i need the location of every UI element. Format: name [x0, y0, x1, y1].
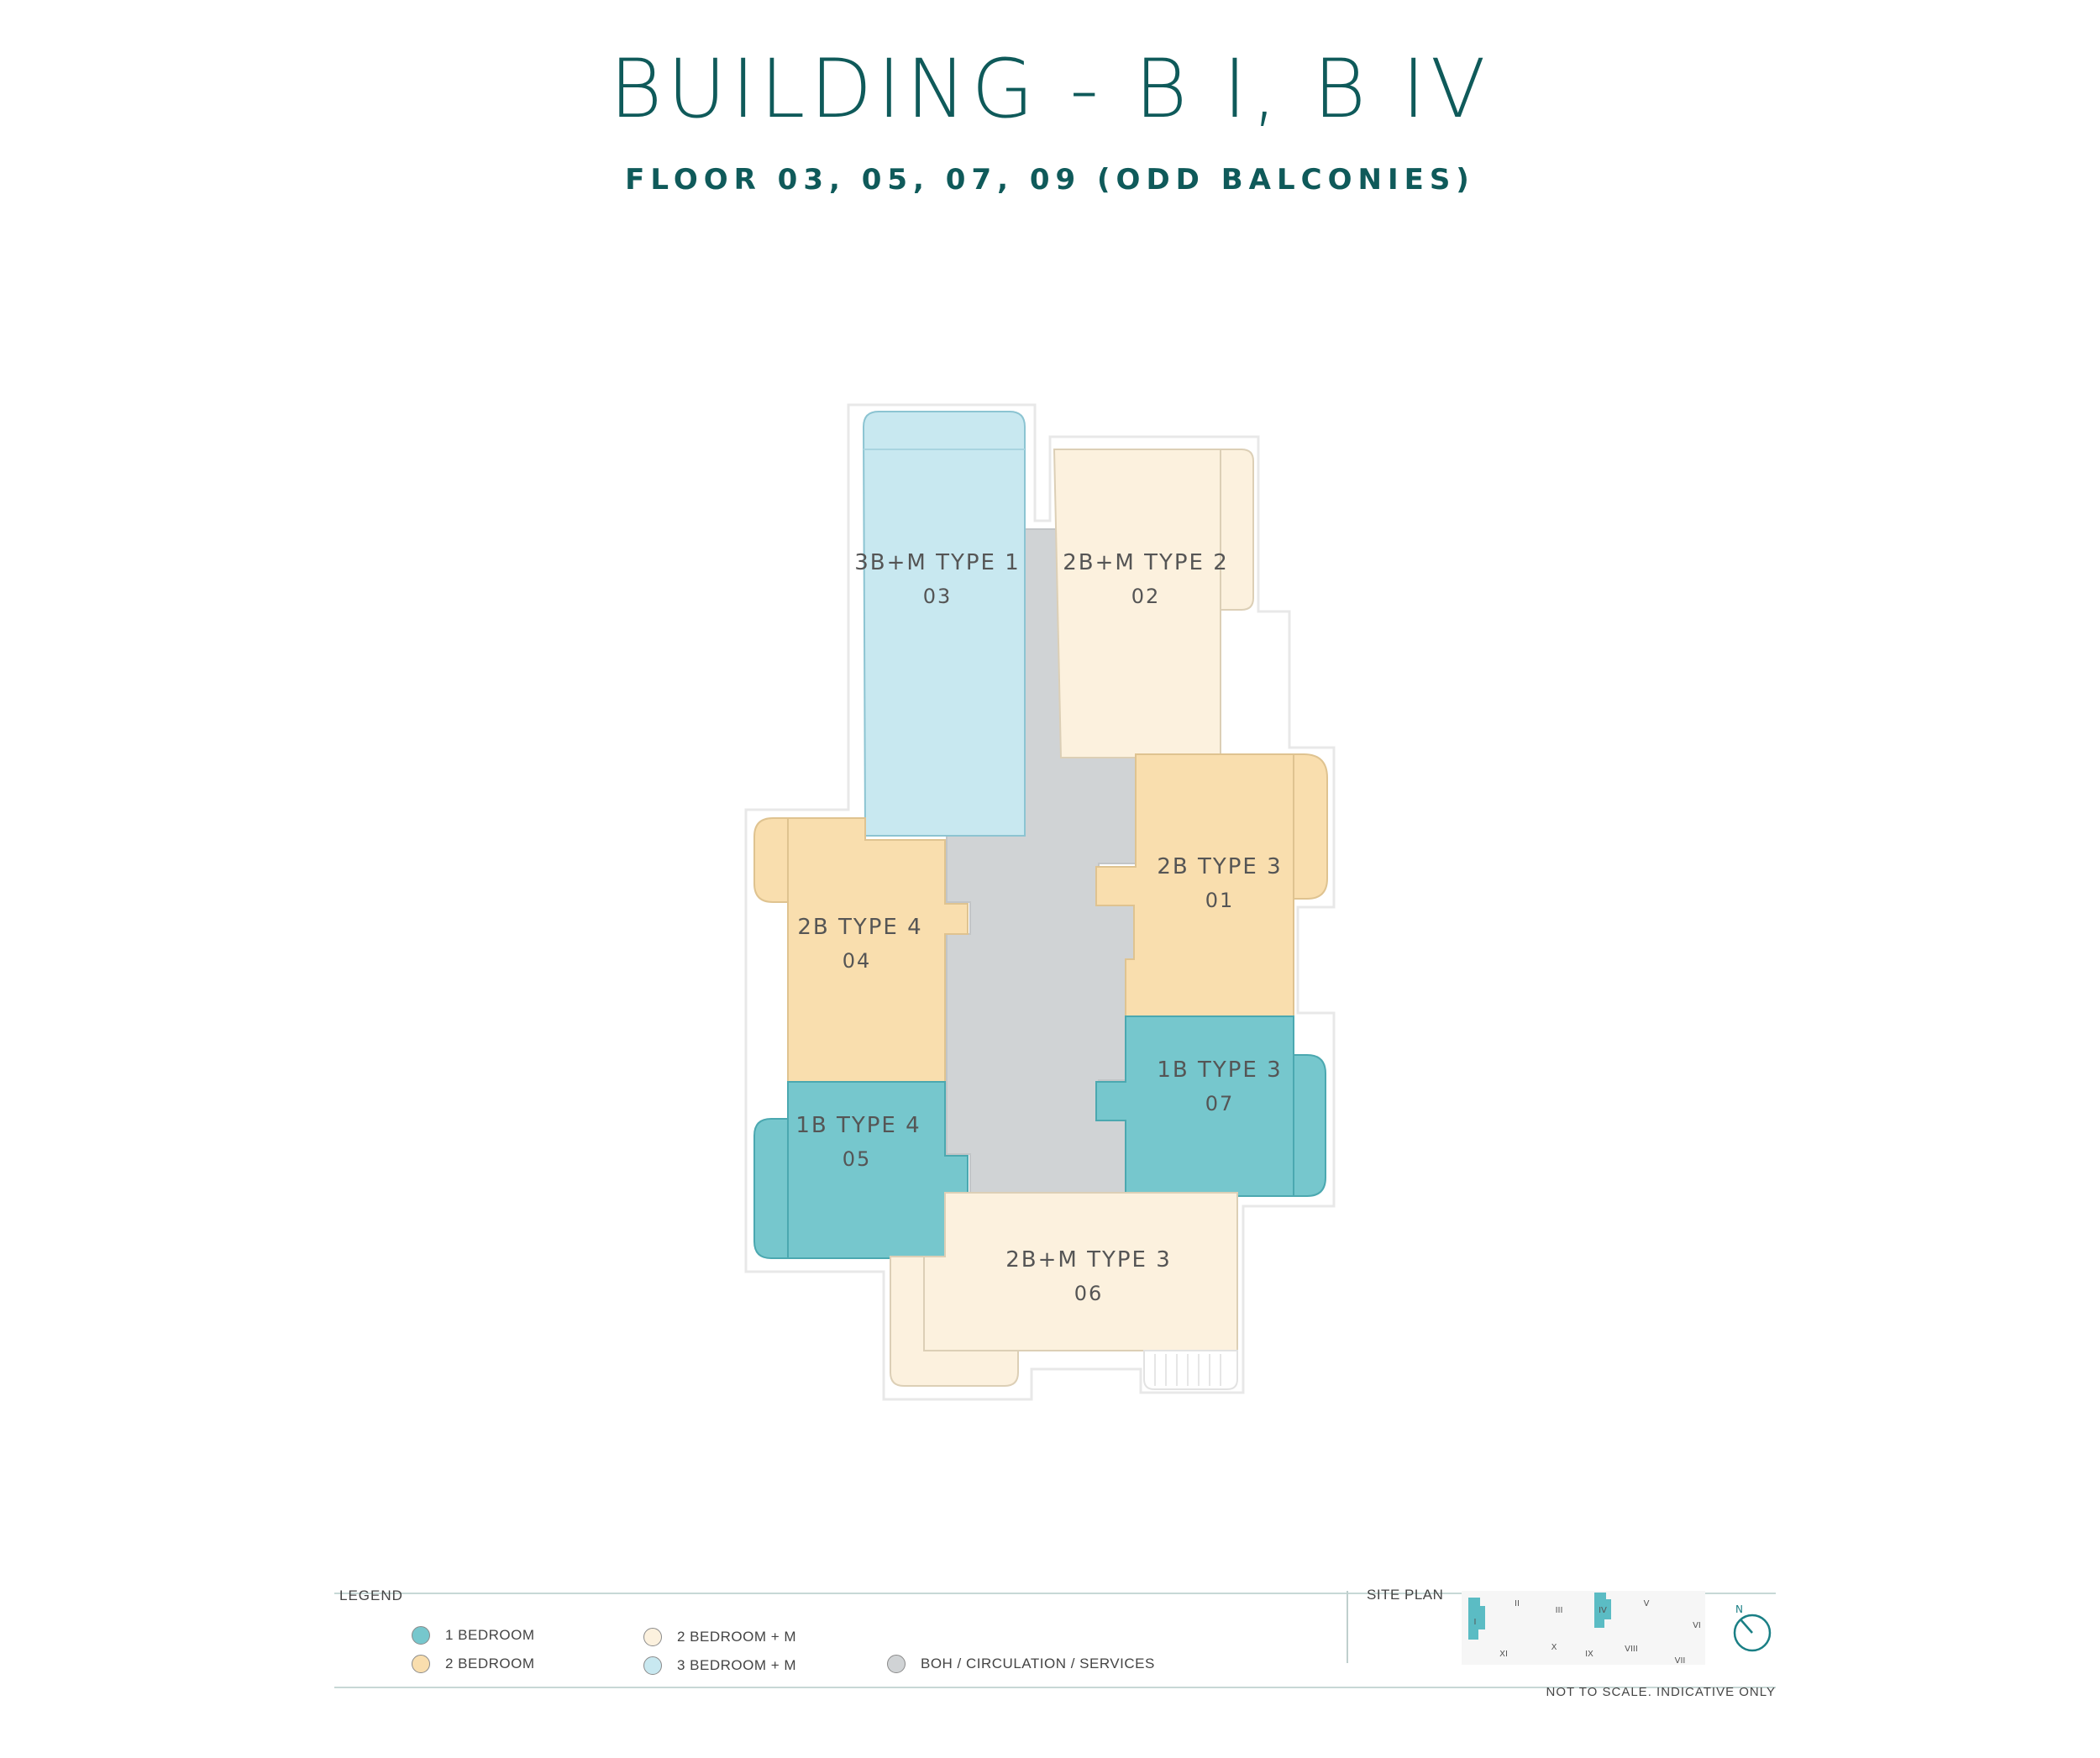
unit-05-type: 1B TYPE 4 [795, 1113, 921, 1138]
site-plan-ground [1462, 1591, 1705, 1665]
site-label-x: X [1551, 1643, 1557, 1652]
legend-top-rule [334, 1593, 1776, 1594]
unit-06-balcony [890, 1256, 1019, 1387]
site-plan-divider [1347, 1591, 1348, 1663]
legend-item-1-bedroom: 1 BEDROOM [412, 1626, 535, 1645]
legend-item-2-bedroom-m: 2 BEDROOM + M [643, 1628, 796, 1646]
unit-03-type: 3B+M TYPE 1 [854, 550, 1021, 575]
unit-03-number: 03 [923, 585, 953, 608]
unit-04[interactable] [753, 817, 969, 1083]
floor-subtitle: FLOOR 03, 05, 07, 09 (ODD BALCONIES) [625, 163, 1475, 197]
legend-label: BOH / CIRCULATION / SERVICES [921, 1656, 1155, 1671]
site-label-viii: VIII [1625, 1645, 1638, 1654]
unit-01-number: 01 [1205, 889, 1235, 912]
legend-label: 1 BEDROOM [445, 1627, 535, 1643]
unit-04-number: 04 [843, 949, 872, 973]
site-label-xi: XI [1499, 1650, 1508, 1659]
unit-02[interactable] [1053, 449, 1254, 758]
legend-label: 2 BEDROOM [445, 1656, 535, 1671]
legend-swatch [887, 1655, 906, 1673]
legend-item-boh: BOH / CIRCULATION / SERVICES [887, 1655, 1155, 1673]
site-label-vi: VI [1693, 1621, 1701, 1630]
unit-02-number: 02 [1131, 585, 1161, 608]
unit-05-number: 05 [843, 1147, 872, 1171]
unit-02-type: 2B+M TYPE 2 [1063, 550, 1229, 575]
unit-06-terrace [1143, 1350, 1238, 1390]
unit-01[interactable] [1095, 753, 1328, 1017]
north-compass-icon: N [1733, 1603, 1772, 1652]
unit-04-type: 2B TYPE 4 [797, 915, 922, 940]
page-title: BUILDING - B I, B IV [609, 42, 1491, 136]
unit-06-type: 2B+M TYPE 3 [1005, 1247, 1172, 1273]
unit-07-type: 1B TYPE 3 [1157, 1057, 1282, 1083]
legend-swatch [412, 1626, 430, 1645]
footnote: NOT TO SCALE. INDICATIVE ONLY [1546, 1685, 1776, 1699]
site-building-i [1468, 1598, 1485, 1640]
site-label-ix: IX [1585, 1650, 1593, 1659]
site-label-vii: VII [1675, 1656, 1686, 1666]
building-outline [744, 403, 1336, 1401]
unit-01-type: 2B TYPE 3 [1157, 854, 1282, 879]
compass-north-label: N [1735, 1603, 1743, 1615]
site-plan-map: I II III IV V VI VII VIII IX X XI [1462, 1591, 1705, 1666]
legend-label: 2 BEDROOM + M [677, 1629, 797, 1645]
site-label-iii: III [1556, 1606, 1563, 1615]
legend-swatch [412, 1655, 430, 1673]
legend-bottom-rule [334, 1687, 1776, 1688]
legend-title: LEGEND [339, 1587, 403, 1603]
legend-item-2-bedroom: 2 BEDROOM [412, 1655, 535, 1673]
legend-item-3-bedroom-m: 3 BEDROOM + M [643, 1656, 796, 1675]
legend-swatch [643, 1656, 662, 1675]
terrace-hatch [1154, 1354, 1221, 1386]
legend-label: 3 BEDROOM + M [677, 1657, 797, 1673]
site-label-ii: II [1515, 1599, 1520, 1608]
unit-07-number: 07 [1205, 1092, 1235, 1115]
site-label-iv: IV [1599, 1606, 1607, 1615]
legend-swatch [643, 1628, 662, 1646]
site-label-i: I [1474, 1618, 1477, 1627]
unit-06[interactable] [923, 1192, 1238, 1351]
site-plan-label: SITE PLAN [1367, 1587, 1444, 1603]
site-label-v: V [1644, 1599, 1650, 1608]
site-building-iv [1594, 1593, 1611, 1628]
unit-03[interactable] [862, 411, 1026, 837]
unit-06-number: 06 [1074, 1282, 1104, 1305]
